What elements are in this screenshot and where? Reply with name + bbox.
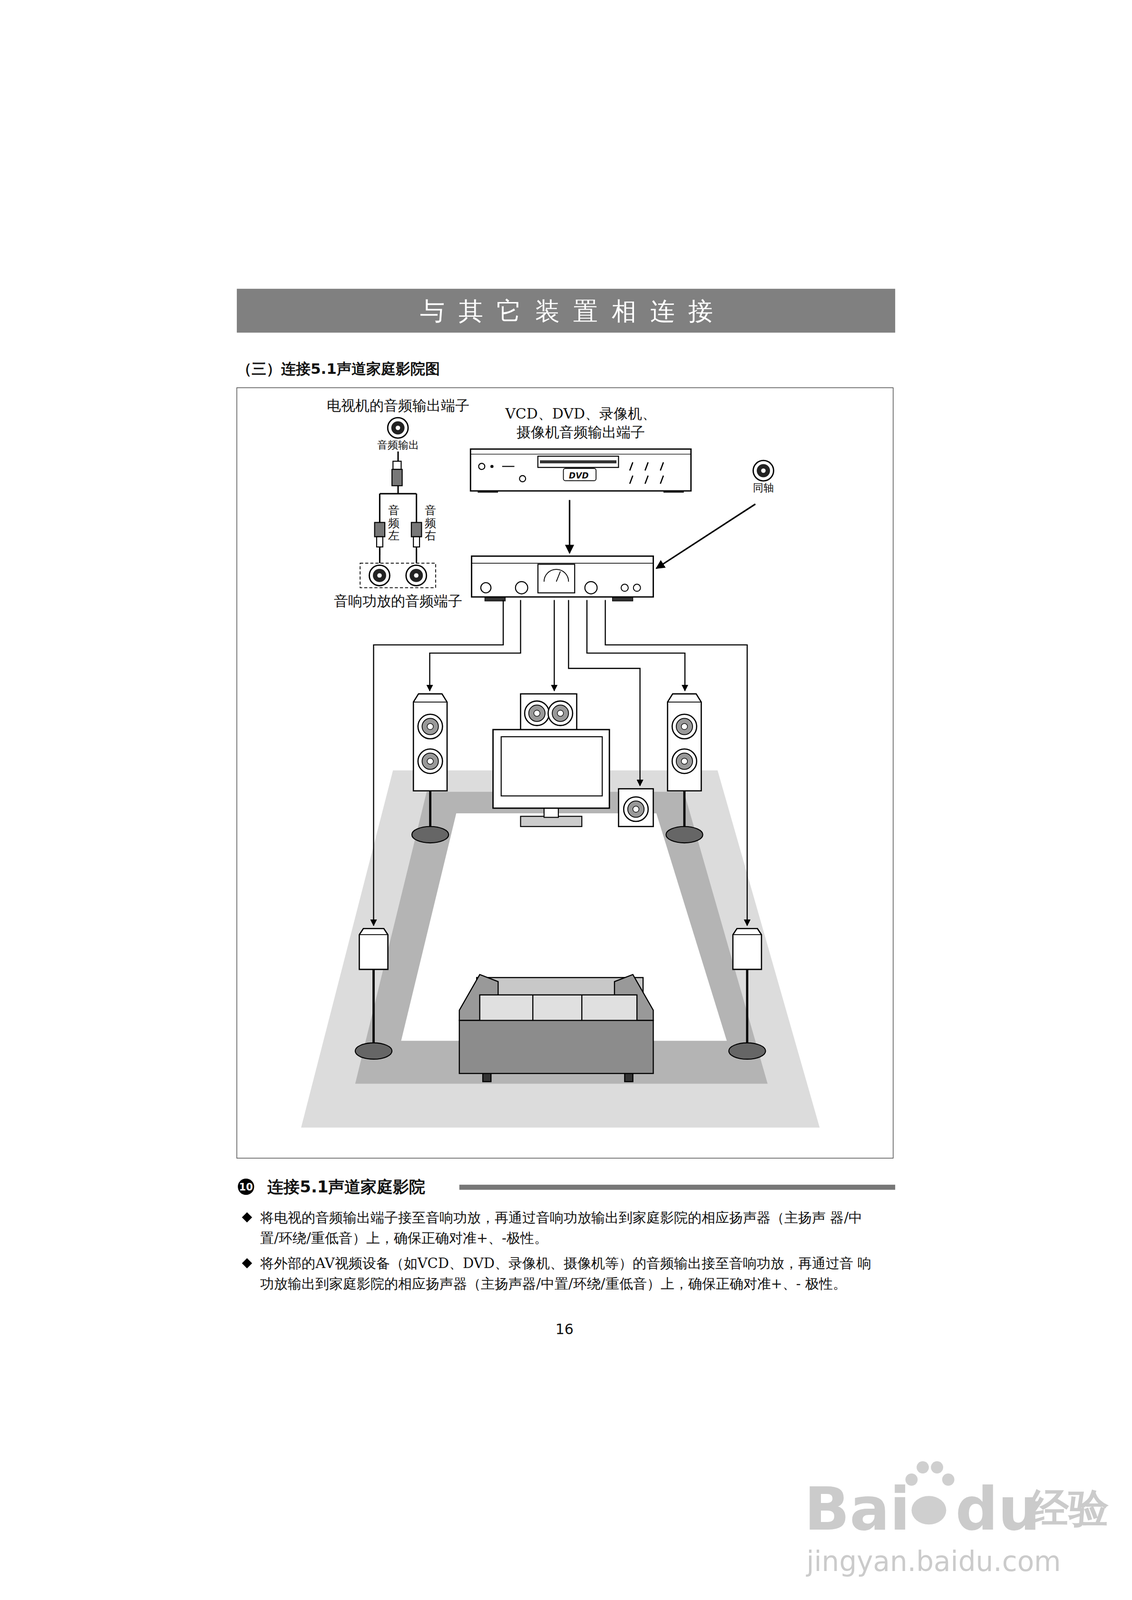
figure-title: （三）连接5.1声道家庭影院图 xyxy=(236,359,440,380)
speakers xyxy=(665,693,703,843)
page-number: 16 xyxy=(555,1320,574,1338)
dvd-logo: DVD xyxy=(568,470,589,481)
audio-cable xyxy=(379,451,417,566)
signal-arrows xyxy=(568,499,571,554)
jack-label: 音频输出 xyxy=(377,439,420,452)
jack-symbol xyxy=(386,416,410,440)
rca-plugs xyxy=(379,546,381,556)
watermark: jingyan.baidu.com xyxy=(806,1545,1061,1578)
television xyxy=(493,729,610,809)
speakers xyxy=(411,693,449,843)
rca-plugs xyxy=(374,522,385,537)
rca-plugs xyxy=(413,536,420,547)
header-bar xyxy=(236,288,896,333)
amplifier xyxy=(633,584,641,592)
page-title: 与其它装置相连接 xyxy=(406,294,727,329)
speaker-wires xyxy=(429,600,521,692)
watermark: du xyxy=(955,1473,1041,1543)
watermark-paw xyxy=(942,1473,955,1486)
bullet-diamond xyxy=(242,1258,253,1269)
room-floor xyxy=(301,770,820,1128)
amp-audio-terminal: 音响功放的音频端子 xyxy=(333,562,463,611)
amplifier xyxy=(515,581,528,595)
speakers xyxy=(520,693,577,731)
bullet-text: 将外部的AV视频设备（如VCD、DVD、录像机、摄像机等）的音频输出接至音响功放… xyxy=(260,1253,879,1295)
terminal-heading: 音响功放的音频端子 xyxy=(333,591,463,611)
terminal-heading: 电视机的音频输出端子 xyxy=(326,396,470,415)
television xyxy=(493,729,610,827)
speakers xyxy=(623,797,649,822)
watermark-paw xyxy=(911,1495,947,1525)
jack-symbol xyxy=(752,459,775,482)
speakers xyxy=(355,693,766,1060)
sofa xyxy=(459,974,654,1082)
rca-plugs xyxy=(391,469,402,486)
watermark: Bai xyxy=(804,1473,910,1543)
speakers xyxy=(547,701,573,726)
section-heading: 连接5.1声道家庭影院 xyxy=(267,1176,426,1199)
rca-plugs xyxy=(376,536,383,547)
bullet-text: 将电视的音频输出端子接至音响功放，再通过音响功放输出到家庭影院的相应扬声器（主扬… xyxy=(260,1207,879,1249)
speakers xyxy=(618,788,654,827)
coaxial-jack: 同轴 xyxy=(752,459,775,495)
dvd-player xyxy=(469,448,693,493)
rca-plugs xyxy=(411,522,422,537)
jack-label: 同轴 xyxy=(752,481,774,495)
watermark-paw xyxy=(930,1461,944,1474)
amplifier xyxy=(471,563,654,565)
amplifier xyxy=(471,556,654,597)
watermark-paw xyxy=(905,1461,955,1525)
watermark-paw xyxy=(916,1461,929,1474)
rca-plugs xyxy=(392,461,401,470)
rca-plugs xyxy=(416,546,418,556)
bullet-diamond xyxy=(242,1212,253,1223)
amplifier xyxy=(471,556,654,601)
watermark: 经验 xyxy=(1028,1481,1109,1536)
callout-number: 10 xyxy=(239,1181,254,1193)
amplifier xyxy=(556,571,561,582)
amplifier xyxy=(621,584,629,592)
terminal-box xyxy=(359,562,437,589)
speaker-wires xyxy=(373,600,504,926)
channel-label: 音频右 xyxy=(424,504,437,542)
speakers xyxy=(355,928,392,1060)
room-floor xyxy=(301,770,820,1128)
sofa xyxy=(459,1020,654,1074)
sofa xyxy=(532,995,534,1024)
section-rule xyxy=(237,1178,254,1195)
speaker-wires xyxy=(373,600,747,926)
channel-label: 音频左 xyxy=(388,504,400,542)
amplifier xyxy=(544,569,569,582)
amplifier xyxy=(480,582,491,593)
sofa xyxy=(581,995,583,1024)
amplifier xyxy=(585,581,598,595)
figure-frame xyxy=(236,387,894,1159)
speakers xyxy=(524,701,550,726)
television xyxy=(501,736,603,796)
rca-plugs xyxy=(374,461,422,556)
device-heading: VCD、DVD、录像机、 摄像机音频输出端子 xyxy=(502,404,660,442)
room-floor xyxy=(400,813,727,1041)
amplifier xyxy=(537,564,575,593)
speakers xyxy=(728,928,766,1060)
signal-arrows xyxy=(569,499,756,569)
bullet-diamond xyxy=(242,1212,253,1269)
speaker-wires xyxy=(553,600,555,692)
signal-arrows xyxy=(656,504,756,569)
speaker-wires xyxy=(605,600,748,926)
tv-audio-jack: 电视机的音频输出端子音频输出 xyxy=(326,396,470,452)
section-rule xyxy=(459,1184,896,1191)
sofa xyxy=(479,995,637,1024)
